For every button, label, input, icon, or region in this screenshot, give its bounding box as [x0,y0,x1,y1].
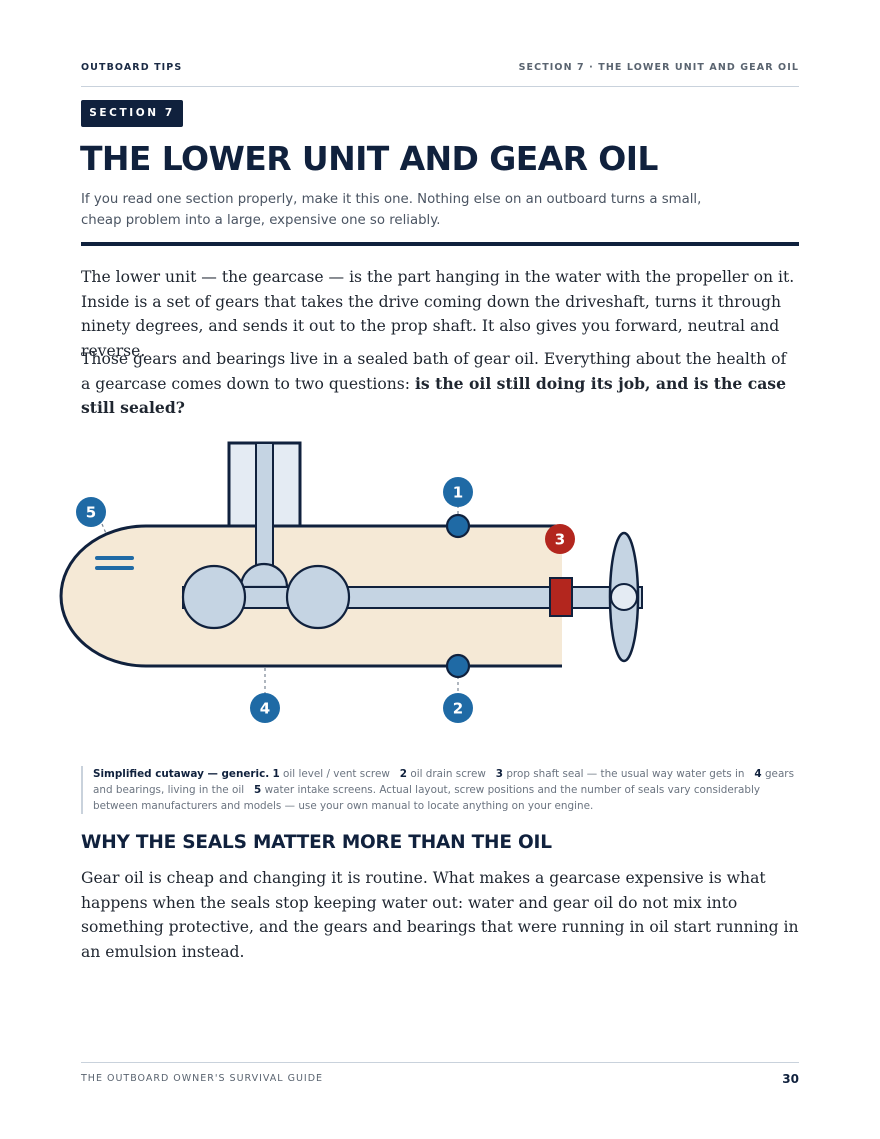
figure-caption: Simplified cutaway — generic. 1 oil leve… [81,766,799,814]
caption-num-1: 1 [272,768,280,780]
reverse-gear [285,564,351,630]
footer-book-title: THE OUTBOARD OWNER'S SURVIVAL GUIDE [81,1073,324,1084]
caption-tail: Actual layout, screw positions and the n… [93,784,761,812]
running-head: OUTBOARD TIPS SECTION 7 · THE LOWER UNIT… [81,62,799,87]
prop-shaft [182,586,643,609]
callout-4-label: 4 [260,700,270,718]
prop-shaft-seal [549,577,573,617]
propeller-hub [610,583,638,611]
pinion-gear [239,562,289,589]
callout-5: 5 [76,497,106,527]
caption-num-4: 4 [754,768,762,780]
callout-markers: 1 2 3 4 5 [76,477,575,723]
callout-3: 3 [545,524,575,554]
section-deck: If you read one section properly, make i… [81,192,702,228]
gearcase-cutaway-figure: 1 2 3 4 5 [0,430,799,750]
body-paragraph-2-emphasis: is the oil still doing its job, and is t… [81,373,786,418]
body-paragraph-2: Those gears and bearings live in a seale… [81,347,799,421]
callout-1-marker [443,477,473,507]
caption-text-4: gears and bearings, living in the oil [93,768,794,796]
subhead-seals: WHY THE SEALS MATTER MORE THAN THE OIL [81,832,552,853]
body-paragraph-2-lead: Those gears and bearings live in a seale… [81,350,787,393]
page-number: 30 [782,1072,799,1086]
callout-2-label: 2 [453,700,463,718]
title-rule [81,242,799,246]
caption-num-2: 2 [399,768,408,780]
water-intake-screen [95,556,134,570]
callout-1: 1 [443,477,473,507]
page-footer: THE OUTBOARD OWNER'S SURVIVAL GUIDE 30 [81,1062,799,1087]
forward-gear [181,564,247,630]
callout-5-label: 5 [86,504,96,522]
callout-4: 4 [250,693,280,723]
callout-2: 2 [443,693,473,723]
running-head-left: OUTBOARD TIPS [81,62,183,73]
oil-drain-screw [445,653,471,679]
body-paragraph-1: The lower unit — the gearcase — is the p… [81,268,795,360]
callout-5-marker [76,497,106,527]
caption-text-1: oil level / vent screw [283,768,390,780]
caption-text-5: water intake screens. [264,784,377,796]
oil-level-vent-screw [445,513,471,539]
caption-lead: Simplified cutaway — generic. [93,768,270,780]
gearcase-cutaway-diagram: 1 2 3 4 5 [59,441,643,723]
running-head-right: SECTION 7 · THE LOWER UNIT AND GEAR OIL [518,62,799,73]
section-badge: SECTION 7 [81,100,183,127]
caption-num-3: 3 [495,768,504,780]
callout-3-marker [545,524,575,554]
callout-3-label: 3 [555,531,565,549]
caption-text-3: prop shaft seal — the usual way water ge… [506,768,745,780]
caption-text-2: oil drain screw [410,768,486,780]
callout-1-label: 1 [453,484,463,502]
caption-num-5: 5 [254,784,262,796]
callout-4-marker [250,693,280,723]
body-paragraph-3: Gear oil is cheap and changing it is rou… [81,869,799,961]
callout-2-marker [443,693,473,723]
page-title: THE LOWER UNIT AND GEAR OIL [80,139,658,178]
